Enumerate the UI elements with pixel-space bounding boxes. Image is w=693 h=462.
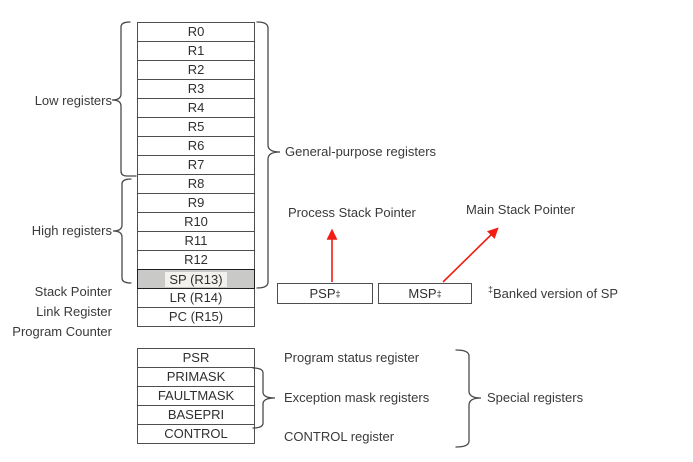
register-label: R7 (187, 157, 205, 172)
register-row-lr: LR (R14) (137, 288, 255, 308)
main-stack-pointer-label: Main Stack Pointer (466, 202, 576, 217)
register-row: R10 (137, 212, 255, 232)
register-label: R2 (187, 62, 205, 77)
program-status-label: Program status register (284, 350, 420, 365)
register-row: R4 (137, 98, 255, 118)
register-row-pc: PC (R15) (137, 307, 255, 327)
high-registers-label: High registers (31, 223, 112, 238)
register-row: R11 (137, 231, 255, 251)
register-label: PC (R15) (168, 309, 224, 324)
register-label: R4 (187, 100, 205, 115)
footnote-text: Banked version of SP (493, 286, 619, 301)
register-row: R8 (137, 174, 255, 194)
register-row: R1 (137, 41, 255, 61)
control-register-label: CONTROL register (284, 429, 395, 444)
register-label: FAULTMASK (157, 388, 235, 403)
register-row-sp: SP (R13) (137, 269, 255, 289)
register-label: R10 (184, 214, 208, 229)
psp-label: PSP (309, 286, 336, 301)
register-label: R12 (184, 252, 208, 267)
msp-box: MSP‡ (378, 283, 472, 304)
special-register-stack: PSR PRIMASK FAULTMASK BASEPRI CONTROL (137, 348, 255, 444)
low-registers-brace (111, 21, 137, 177)
register-label: BASEPRI (167, 407, 225, 422)
general-purpose-brace (256, 21, 281, 289)
register-row: R7 (137, 155, 255, 175)
register-label: R5 (187, 119, 205, 134)
special-registers-label: Special registers (487, 390, 584, 405)
register-label: R11 (184, 233, 208, 248)
register-label: LR (R14) (169, 290, 223, 305)
register-label: R1 (187, 43, 205, 58)
register-row: R2 (137, 60, 255, 80)
register-label: R3 (187, 81, 205, 96)
register-row: R12 (137, 250, 255, 270)
psp-box: PSP‡ (277, 283, 373, 304)
register-label-sp: SP (R13) (165, 271, 227, 287)
register-row: BASEPRI (137, 405, 255, 425)
register-row: PSR (137, 348, 255, 368)
register-label: R0 (187, 24, 205, 39)
register-row: PRIMASK (137, 367, 255, 387)
register-label: CONTROL (164, 426, 228, 441)
register-row: R6 (137, 136, 255, 156)
register-row: CONTROL (137, 424, 255, 444)
high-registers-brace (112, 178, 132, 284)
register-label: R9 (187, 195, 205, 210)
process-stack-pointer-label: Process Stack Pointer (288, 205, 416, 220)
footnote-mark: ‡ (488, 284, 494, 295)
exception-mask-label: Exception mask registers (284, 390, 430, 405)
register-label: PRIMASK (166, 369, 226, 384)
low-registers-label: Low registers (34, 93, 112, 108)
register-row: FAULTMASK (137, 386, 255, 406)
link-register-label: Link Register (36, 304, 112, 319)
register-row: R3 (137, 79, 255, 99)
register-row: R9 (137, 193, 255, 213)
main-register-stack: R0 R1 R2 R3 R4 R5 R6 R7 R8 R9 R10 R11 R1… (137, 22, 255, 327)
register-row: R5 (137, 117, 255, 137)
program-counter-label: Program Counter (12, 324, 112, 339)
msp-label: MSP (408, 286, 437, 301)
exception-mask-brace (252, 367, 276, 429)
register-row: R0 (137, 22, 255, 42)
register-label: R6 (187, 138, 205, 153)
register-label: PSR (182, 350, 210, 365)
general-purpose-label: General-purpose registers (285, 144, 437, 159)
register-label: R8 (187, 176, 205, 191)
msp-arrow-icon (442, 227, 499, 283)
special-registers-brace (455, 349, 482, 448)
stack-pointer-label: Stack Pointer (34, 284, 112, 299)
banked-footnote: ‡Banked version of SP (488, 284, 619, 301)
